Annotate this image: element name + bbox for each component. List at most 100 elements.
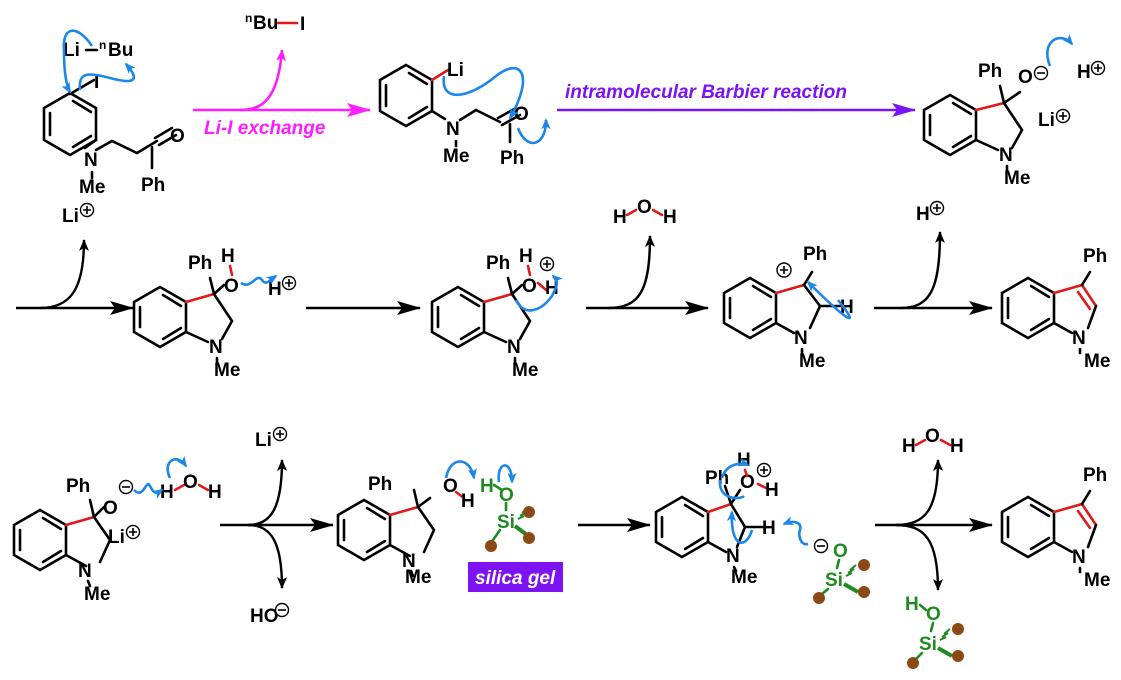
oxonium-intermediate: N Me Ph O H H — [430, 246, 559, 381]
curly-arrow-oh-bond — [166, 455, 188, 479]
silicon-label: Si — [919, 634, 937, 655]
step-lose-water-silanol: H O H — [875, 426, 993, 591]
svg-text:n: n — [99, 38, 106, 52]
n-methyl-label: Me — [79, 177, 105, 198]
n-methyl-label: Me — [512, 360, 538, 381]
nitrogen-label: N — [209, 337, 223, 358]
silica-ball — [858, 559, 870, 571]
silicate-anion: O Si — [813, 538, 870, 604]
silanol-h-label: H — [480, 476, 494, 497]
curly-arrow-ch-to-cation — [806, 280, 851, 320]
water-h-label: H — [902, 436, 916, 457]
byproduct-branch-arrow — [239, 49, 287, 112]
step-barbier: intramolecular Barbier reaction — [557, 82, 916, 117]
water-o-label: O — [637, 197, 652, 218]
water-o-label: O — [183, 472, 198, 493]
curly-arrow-o-to-proton — [1046, 34, 1074, 67]
start-material: I N O Me Ph — [42, 72, 185, 198]
water-h-label: H — [208, 482, 222, 503]
phenyl-label: Ph — [1083, 246, 1107, 267]
iodine-label: I — [94, 72, 99, 93]
phenyl-label: Ph — [1083, 465, 1107, 486]
hashed-bond — [939, 628, 951, 641]
branch-arrow-up — [247, 459, 287, 527]
c-li-bond — [430, 68, 450, 82]
silica-ball — [813, 592, 825, 604]
indole-product: N Me Ph — [1000, 246, 1110, 372]
curly-arrow-o-to-water-h — [133, 482, 164, 499]
wedge-bond — [513, 524, 529, 537]
li-label: Li — [447, 60, 464, 81]
silica-ball — [907, 657, 919, 669]
proton-label: H — [916, 204, 930, 225]
curly-arrow-co-cleavage — [514, 274, 563, 312]
curly-arrow-o-to-silanol-h — [444, 460, 477, 480]
curly-arrow-co-to-oxygen — [516, 118, 551, 145]
c-i-bond — [68, 78, 96, 96]
lithium-alkoxide: N Me Ph O H Li — [922, 60, 1106, 189]
curly-arrow-co-loop — [718, 479, 745, 500]
silicon-label: Si — [825, 570, 843, 591]
silica-ball — [523, 532, 535, 544]
nitrogen-label: N — [84, 150, 98, 171]
silica-gel-badge — [468, 562, 563, 592]
hydrogen-label: H — [519, 246, 533, 267]
lithium-cation-label: Li — [1038, 110, 1055, 131]
phenyl-label: Ph — [500, 148, 524, 169]
branch-arrow-up — [39, 239, 89, 310]
step-lose-proton: H — [874, 200, 993, 315]
step-li-i-exchange: Li-I exchange n Bu I — [193, 11, 371, 139]
silicon-label: Si — [497, 512, 515, 533]
n-methyl-label: Me — [1084, 570, 1110, 591]
nitrogen-label: N — [1072, 547, 1086, 568]
hashed-bond — [845, 564, 857, 577]
water-row3: H O H — [160, 472, 222, 503]
n-prefix: n — [99, 38, 106, 52]
curly-arrow-oxonium — [720, 457, 750, 479]
silica-ball — [952, 623, 964, 635]
water-o-label: O — [925, 426, 940, 447]
silanol-h-label: H — [905, 594, 919, 615]
n-methyl-label: Me — [799, 351, 825, 372]
step-lose-li-oh: Li HO — [220, 426, 334, 627]
water-h-label: H — [613, 207, 627, 228]
nitrogen-label: N — [999, 145, 1013, 166]
silica-ball — [485, 540, 497, 552]
silanol-byproduct: H O Si — [905, 594, 964, 669]
step-lose-li: Li — [16, 202, 134, 315]
silanol-o-label: O — [926, 604, 941, 625]
curly-arrow-ch-to-cc — [726, 510, 754, 544]
phenyl-label: Ph — [486, 253, 510, 274]
nbuli-reagent: Li n Bu — [63, 38, 133, 61]
wedge-bond — [937, 646, 953, 658]
silica-ball — [858, 586, 870, 598]
n-methyl-label: Me — [731, 567, 757, 588]
silica-ball — [952, 650, 964, 662]
phenyl-label: Ph — [368, 474, 392, 495]
silica-gel-label: silica gel — [475, 568, 556, 589]
new-cc-bond — [974, 101, 1006, 112]
curly-arrow-silicate-to-h — [782, 516, 809, 546]
oxonium-silicate-complex: H N Me Ph O H H — [654, 450, 779, 588]
nitrogen-label: N — [446, 119, 460, 140]
curly-arrow-c-li-to-carbonyl — [442, 66, 525, 120]
lithium-cation-label: Li — [108, 527, 125, 548]
n-methyl-label: Me — [1084, 351, 1110, 372]
hydrogen-label: H — [762, 518, 776, 539]
barbier-label: intramolecular Barbier reaction — [565, 82, 847, 103]
hydrogen-label: H — [221, 246, 235, 267]
nitrogen-label: N — [726, 546, 740, 567]
hydroxide-label: HO — [250, 606, 279, 627]
indoline-alcohol: N Me Ph O H H — [132, 246, 297, 381]
phenyl-label: Ph — [188, 253, 212, 274]
nitrogen-label: N — [402, 551, 416, 572]
li-cation-label: Li — [255, 430, 272, 451]
proton-label: H — [268, 279, 282, 300]
step-lose-water: H O H — [586, 197, 709, 315]
alkoxide-row3: N Me Ph O Li — [12, 476, 141, 605]
nitrogen-label: N — [507, 337, 521, 358]
bu-label: Bu — [108, 40, 133, 61]
byproduct-bu-label: Bu — [253, 13, 278, 34]
phenyl-label: Ph — [803, 244, 827, 265]
